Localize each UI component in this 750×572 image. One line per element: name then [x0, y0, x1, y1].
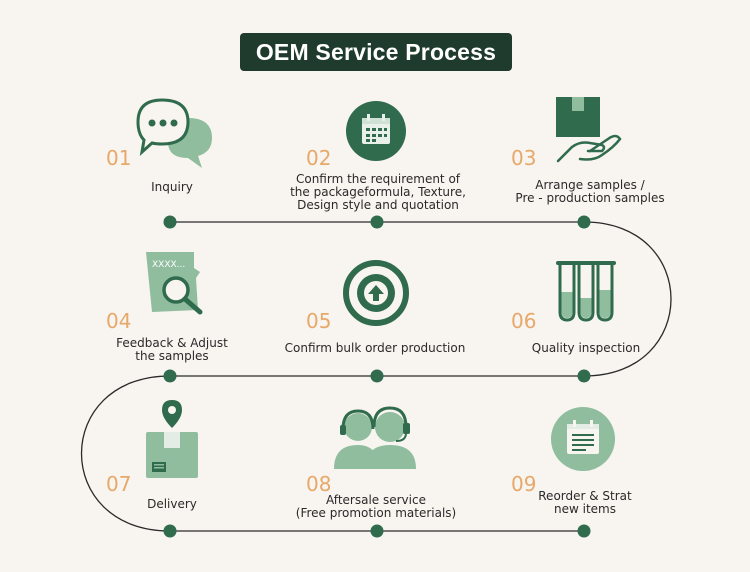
step-number-02: 02: [306, 146, 332, 170]
step-label-06: Quality inspection: [531, 341, 641, 355]
step-dot-02: [370, 215, 384, 229]
step-dot-09: [577, 524, 591, 538]
step-number-06: 06: [511, 309, 537, 333]
step-dot-06: [577, 369, 591, 383]
document-magnifier-icon: XXXX...: [146, 252, 203, 315]
hand-box-icon: [556, 97, 622, 163]
document-text: XXXX...: [152, 260, 185, 270]
step-label-02: Confirm the requirement of the packagefo…: [290, 172, 466, 212]
step-label-01: Inquiry: [151, 180, 193, 194]
step-number-05: 05: [306, 309, 332, 333]
step-label-07: Delivery: [147, 497, 197, 511]
clipboard-list-icon: [551, 407, 615, 471]
step-number-04: 04: [106, 309, 132, 333]
step-number-08: 08: [306, 472, 332, 496]
step-dot-07: [163, 524, 177, 538]
step-dot-05: [370, 369, 384, 383]
step-number-01: 01: [106, 146, 132, 170]
page-title: OEM Service Process: [255, 38, 497, 65]
chat-bubbles-icon: [136, 98, 212, 168]
title-banner: OEM Service Process: [240, 33, 512, 71]
step-dot-08: [370, 524, 384, 538]
step-dot-04: [163, 369, 177, 383]
step-number-09: 09: [511, 472, 537, 496]
test-tubes-icon: [556, 261, 616, 322]
package-location-icon: [146, 400, 198, 478]
step-label-04: Feedback & Adjust the samples: [116, 336, 228, 363]
headset-agents-icon: [334, 406, 416, 469]
step-number-03: 03: [511, 146, 537, 170]
step-dot-01: [163, 215, 177, 229]
step-number-07: 07: [106, 472, 132, 496]
step-dot-03: [577, 215, 591, 229]
step-label-08: Aftersale service (Free promotion materi…: [295, 493, 457, 520]
step-label-09: Reorder & Strat new items: [538, 489, 632, 516]
upload-arrow-icon: [343, 260, 409, 326]
step-label-03: Arrange samples / Pre - production sampl…: [515, 178, 665, 205]
step-label-05: Confirm bulk order production: [284, 341, 466, 355]
calendar-icon: [346, 101, 406, 161]
